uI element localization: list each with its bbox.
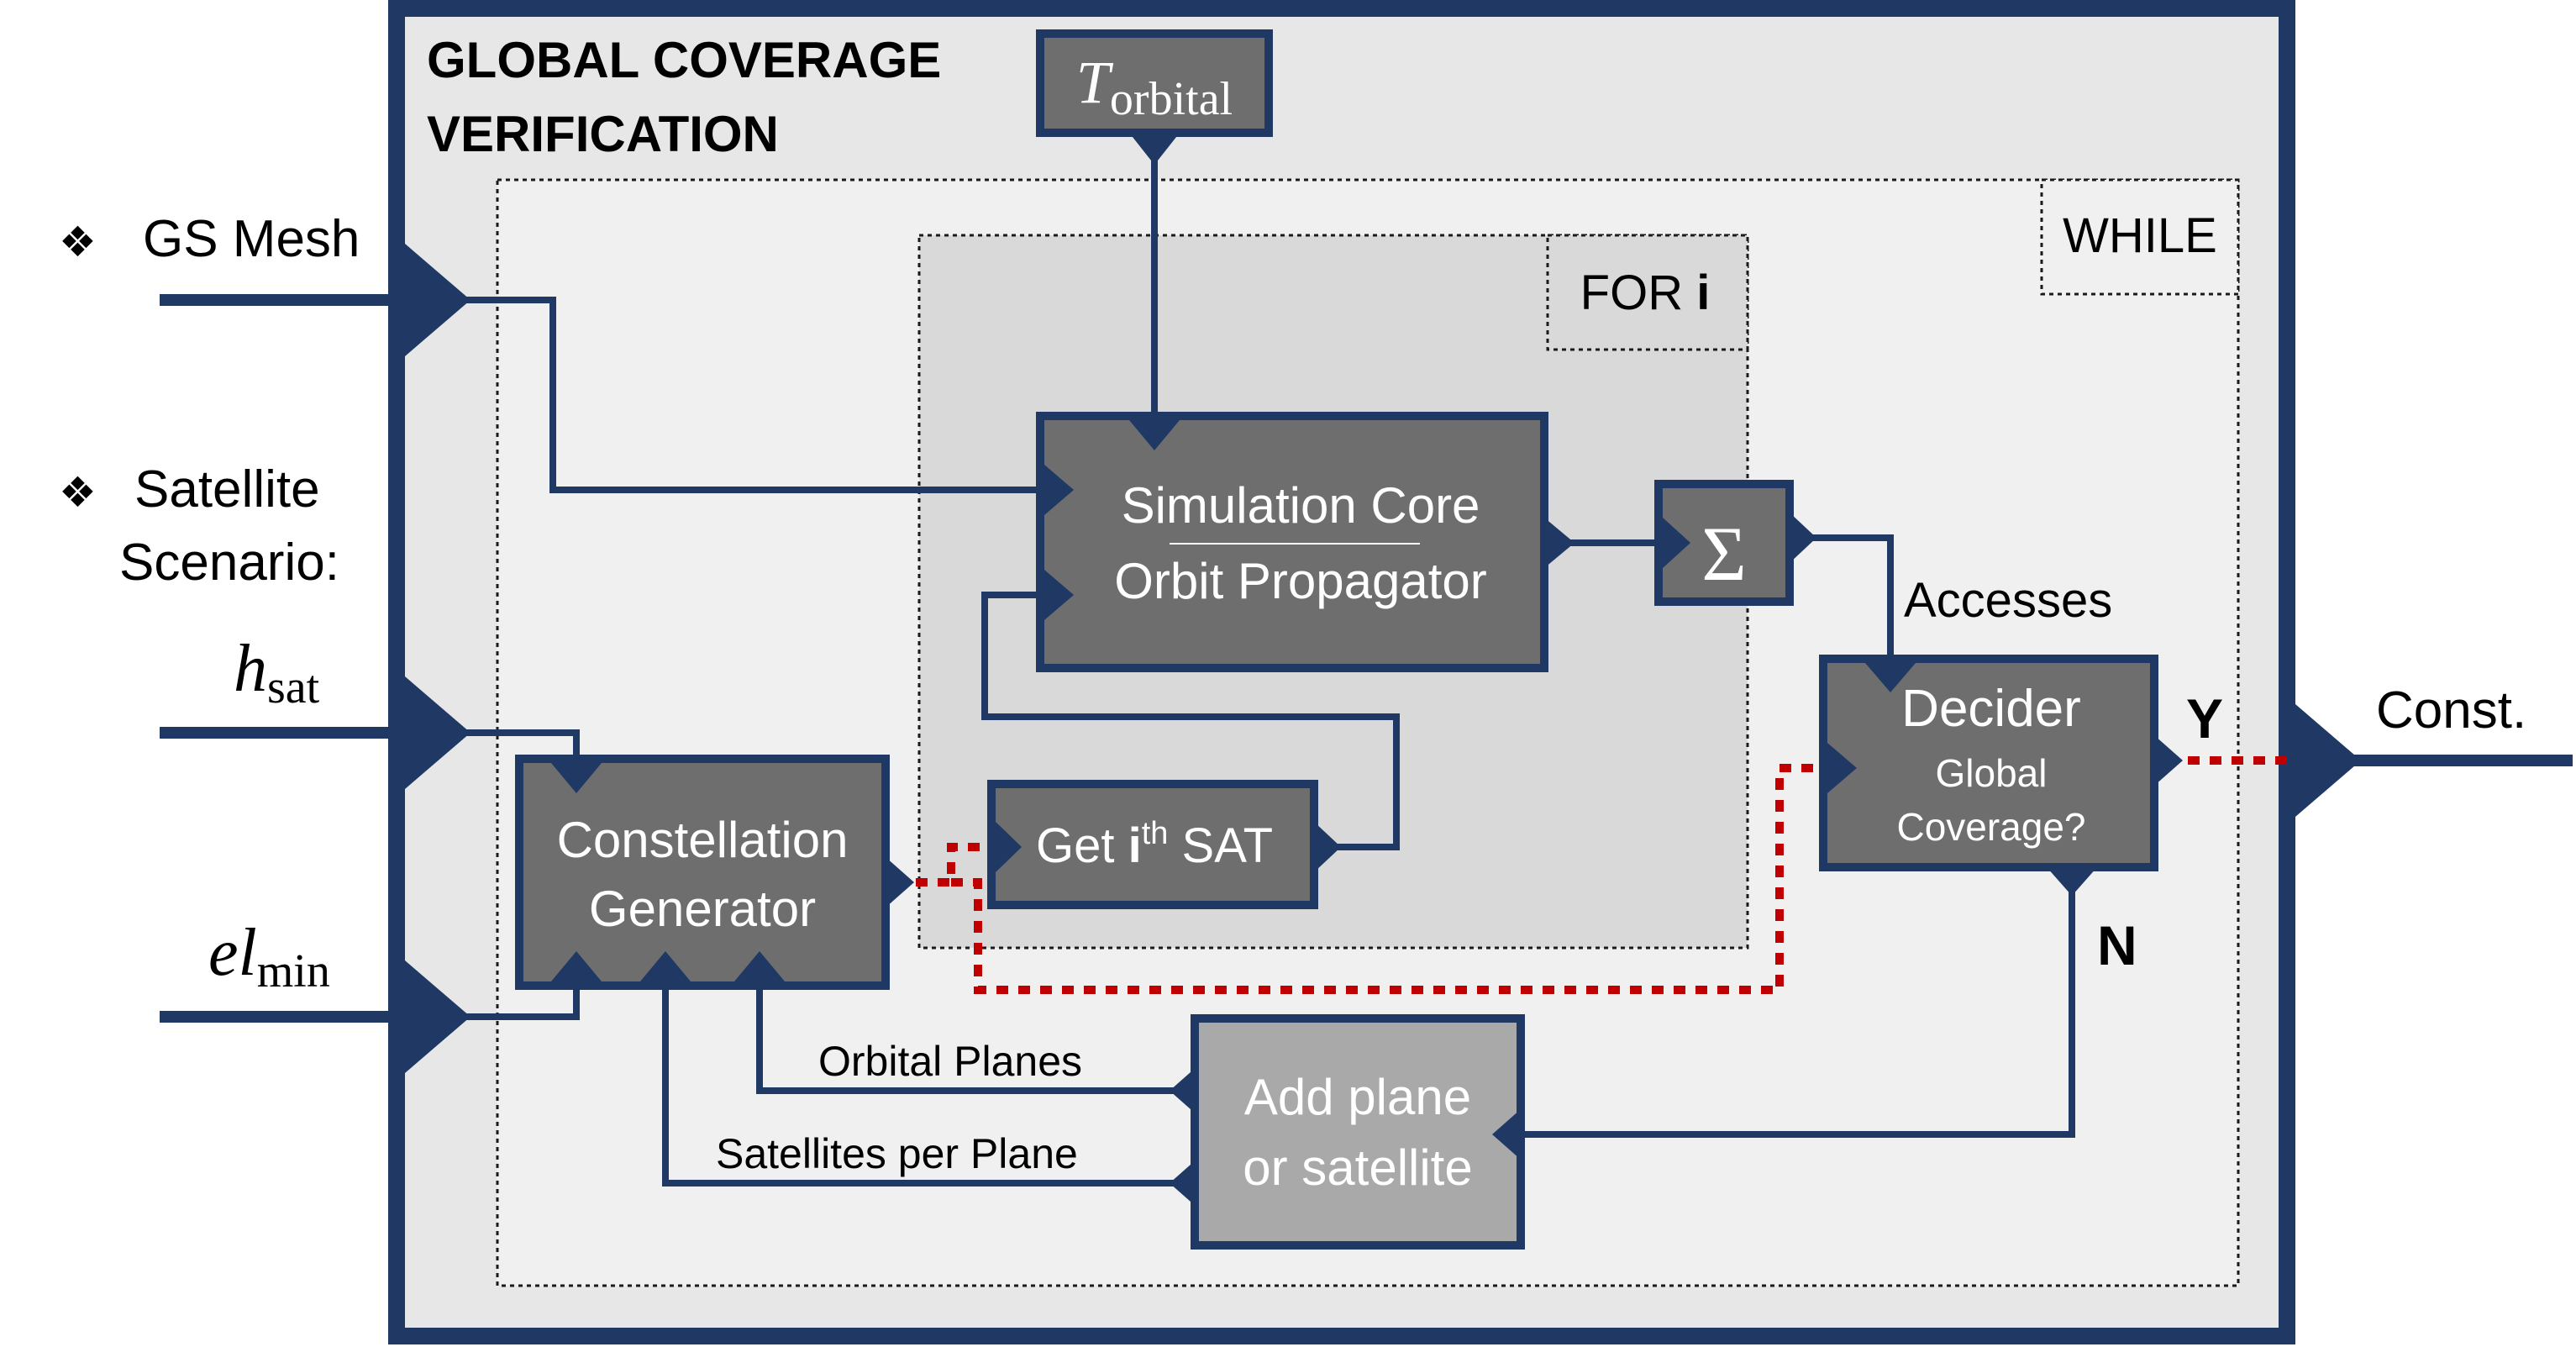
constellation-label-line1: Constellation — [557, 812, 849, 868]
decider-subtitle-line1: Global — [1936, 751, 2048, 795]
t-orbital-label: Torbital — [1076, 49, 1233, 125]
sigma-symbol: Σ — [1701, 511, 1747, 597]
while-label-box — [2040, 178, 2240, 296]
sigma-in-notch — [1663, 518, 1690, 568]
wire-gs-mesh-to-sim-core — [454, 297, 1054, 493]
decider-yes-label: Y — [2186, 687, 2223, 750]
diagram-title-line1: GLOBAL COVERAGE — [427, 32, 941, 88]
add-plane-out-notch1 — [1170, 1065, 1198, 1116]
accesses-label: Accesses — [1904, 573, 2112, 628]
gs-mesh-bullet: ❖ — [59, 218, 97, 266]
wire-add-plane-to-orbital-planes — [756, 983, 1191, 1094]
sim-core-in-notch-left2 — [1044, 570, 1074, 620]
const-output-port — [2295, 704, 2361, 817]
sigma-out-notch — [1790, 513, 1816, 563]
satellite-scenario-label: Satellite Scenario: — [119, 460, 339, 592]
while-label: WHILE — [2063, 208, 2217, 263]
red-flow-to-decider — [951, 764, 1815, 994]
decider-title: Decider — [1901, 680, 2081, 738]
decider-out-notch-right — [2154, 735, 2183, 786]
satellites-per-plane-label: Satellites per Plane — [716, 1130, 1078, 1177]
add-plane-out-notch2 — [1170, 1158, 1198, 1208]
wire-add-plane-to-sats-per-plane — [662, 983, 1191, 1187]
constellation-generator-block — [515, 755, 890, 990]
diagram-title-line2: VERIFICATION — [427, 106, 779, 162]
h-sat-port — [405, 676, 471, 789]
constellation-in-notch-bottom2 — [640, 951, 691, 981]
sim-core-out-notch — [1544, 518, 1575, 568]
wire-sigma-to-decider — [1798, 534, 1894, 659]
simulation-core-block — [1036, 412, 1548, 672]
satellite-scenario-bullet: ❖ — [59, 469, 97, 516]
orbit-propagator-label: Orbit Propagator — [1114, 553, 1487, 609]
el-min-port — [405, 960, 471, 1073]
gs-mesh-port — [405, 244, 471, 356]
decider-in-notch-left — [1827, 743, 1857, 793]
get-sat-in-notch — [996, 822, 1022, 872]
constellation-label-line2: Generator — [589, 881, 816, 937]
get-ith-sat-label: Get ith SAT — [1036, 816, 1273, 873]
add-plane-in-notch — [1492, 1109, 1521, 1160]
add-plane-or-satellite-block — [1191, 1014, 1525, 1250]
diagram-title: GLOBAL COVERAGE VERIFICATION — [427, 32, 955, 162]
h-sat-label: hsat — [234, 632, 320, 713]
red-flow-constellation-to-get-sat — [894, 843, 991, 887]
constellation-in-notch-bottom1 — [551, 951, 602, 981]
sim-core-in-notch-top — [1129, 420, 1180, 450]
decider-no-label: N — [2097, 914, 2137, 976]
constellation-in-notch-bottom3 — [734, 951, 785, 981]
wire-get-sat-to-sim-core — [981, 592, 1400, 850]
for-label: FOR i — [1580, 266, 1711, 320]
gs-mesh-label: GS Mesh — [143, 210, 360, 268]
decider-out-notch-bottom — [2047, 867, 2097, 896]
decider-subtitle-line2: Coverage? — [1896, 805, 2085, 849]
decider-block — [1819, 655, 2158, 871]
get-ith-sat-block — [987, 780, 1318, 909]
for-label-box — [1546, 234, 1749, 351]
wire-decider-no-to-add-plane — [1517, 887, 2075, 1138]
constellation-in-notch-top — [551, 763, 602, 793]
decider-in-notch-top — [1865, 663, 1916, 692]
el-min-label: elmin — [208, 916, 330, 997]
add-plane-label-line1: Add plane — [1244, 1069, 1471, 1125]
add-plane-label-line2: or satellite — [1243, 1139, 1472, 1196]
sim-core-in-notch-left1 — [1044, 465, 1074, 515]
simulation-core-label: Simulation Core — [1122, 477, 1480, 534]
constellation-out-notch — [886, 857, 914, 908]
const-output-label: Const. — [2376, 681, 2526, 739]
wire-el-min-to-constellation — [454, 983, 580, 1020]
orbital-planes-label: Orbital Planes — [818, 1038, 1082, 1085]
get-sat-out-notch — [1314, 822, 1341, 872]
